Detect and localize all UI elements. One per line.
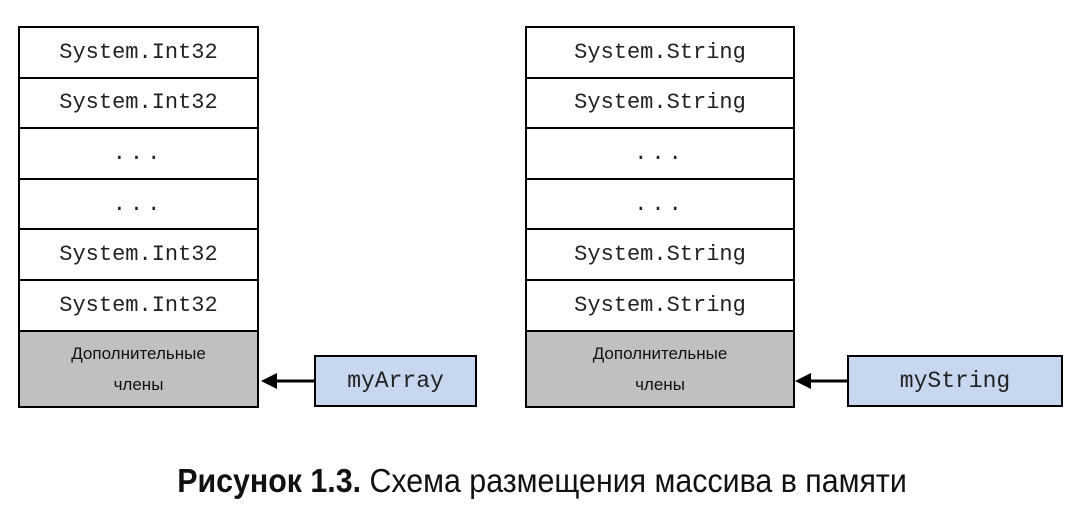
extra-members-line2: члены bbox=[635, 374, 685, 394]
arrow-head-right bbox=[795, 373, 811, 389]
array-element-cell: System.String bbox=[527, 230, 793, 281]
array-element-cell: System.String bbox=[527, 78, 793, 130]
figure-caption: Рисунок 1.3. Схема размещения массива в … bbox=[43, 462, 1040, 500]
arrow-head-left bbox=[261, 373, 277, 389]
array-element-cell: System.Int32 bbox=[20, 280, 257, 332]
array-ellipsis-cell: ... bbox=[527, 179, 793, 231]
array-element-cell: System.String bbox=[527, 280, 793, 332]
my-string-reference: myString bbox=[847, 355, 1063, 407]
caption-text: Схема размещения массива в памяти bbox=[361, 462, 907, 499]
my-array-reference: myArray bbox=[314, 355, 477, 407]
int32-array-layout: System.Int32 System.Int32 ... ... System… bbox=[18, 26, 259, 408]
caption-label: Рисунок 1.3. bbox=[177, 462, 362, 499]
extra-members-line1: Дополнительные bbox=[71, 343, 206, 363]
array-ellipsis-cell: ... bbox=[20, 179, 257, 231]
extra-members-cell: Дополнительные члены bbox=[20, 331, 257, 406]
extra-members-line1: Дополнительные bbox=[592, 343, 728, 363]
extra-members-cell: Дополнительные члены bbox=[527, 331, 793, 406]
array-ellipsis-cell: ... bbox=[527, 129, 793, 180]
array-element-cell: System.Int32 bbox=[20, 78, 257, 130]
array-element-cell: System.Int32 bbox=[20, 230, 257, 281]
string-array-layout: System.String System.String ... ... Syst… bbox=[525, 26, 795, 408]
extra-members-line2: члены bbox=[113, 374, 164, 394]
array-ellipsis-cell: ... bbox=[20, 129, 257, 180]
array-element-cell: System.Int32 bbox=[20, 28, 257, 79]
array-element-cell: System.String bbox=[527, 28, 793, 79]
